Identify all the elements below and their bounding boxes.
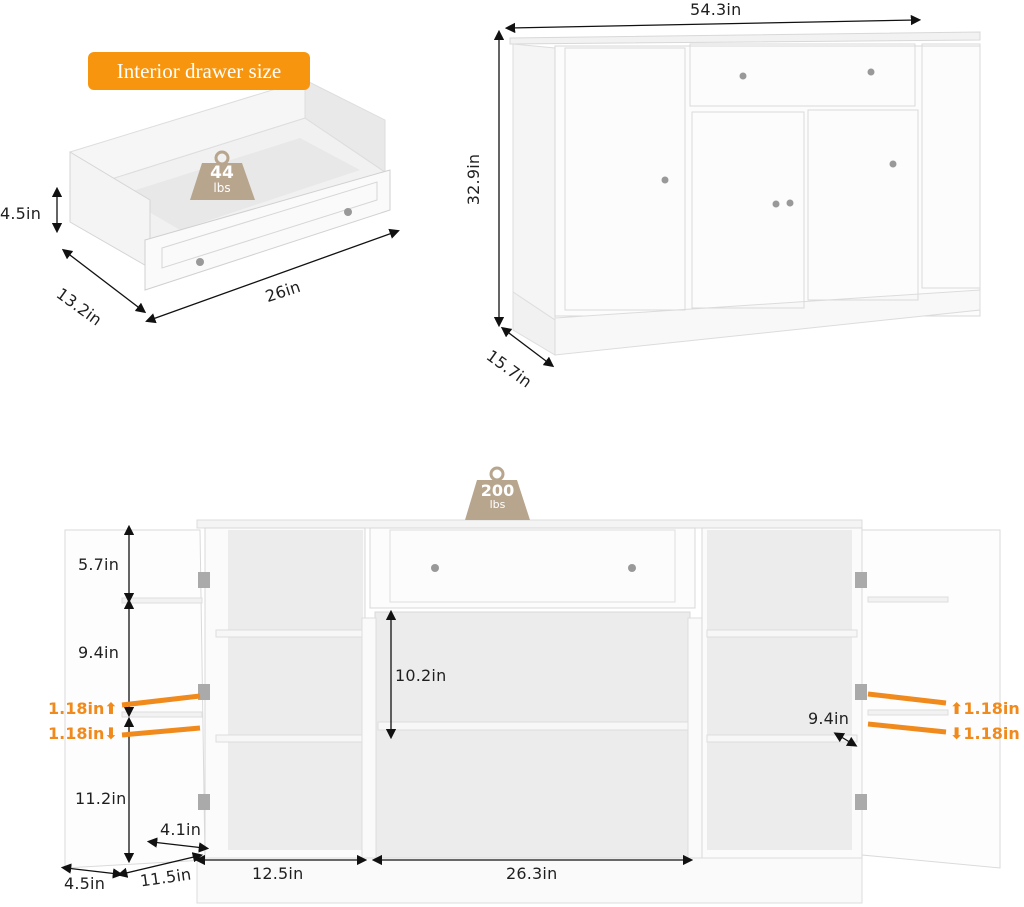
drawer-height-label: 4.5in (0, 204, 42, 223)
cabinet-weight-icon (465, 466, 530, 520)
door-shelf-bottom-label: 11.2in (75, 789, 127, 808)
cabinet-weight-unit: lbs (489, 498, 506, 511)
drawer-weight-label: 44 lbs (196, 163, 248, 195)
drawer-weight-icon (190, 150, 255, 200)
door-shelf-middle-label: 9.4in (78, 643, 120, 662)
closed-cabinet-illustration (493, 14, 981, 368)
interior-drawer-size-badge: Interior drawer size (88, 52, 310, 90)
arrow-down-icon: ⬇ (950, 724, 964, 743)
door-depth-label: 4.5in (64, 874, 106, 893)
door-shelf-depth-label: 4.1in (160, 820, 202, 839)
open-cabinet-illustration (60, 519, 1001, 904)
center-cabinet-width-label: 26.3in (506, 864, 558, 883)
right-adjust-up-label: ⬆1.18in (950, 699, 1020, 718)
cabinet-width-label: 54.3in (690, 0, 742, 19)
right-adjust-down-label: ⬇1.18in (950, 724, 1020, 743)
left-adjust-up-label: 1.18in⬆ (48, 699, 118, 718)
drawer-weight-value: 44 (210, 163, 234, 183)
drawer-weight-unit: lbs (213, 181, 231, 195)
arrow-up-icon: ⬆ (104, 699, 118, 718)
cabinet-weight-value: 200 (480, 481, 515, 500)
arrow-down-icon: ⬇ (104, 724, 118, 743)
door-shelf-top-label: 5.7in (78, 555, 120, 574)
side-shelf-depth-label: 9.4in (808, 709, 850, 728)
center-shelf-height-label: 10.2in (395, 666, 447, 685)
side-cabinet-width-label: 12.5in (252, 864, 304, 883)
arrow-up-icon: ⬆ (950, 699, 964, 718)
cabinet-height-label: 32.9in (464, 153, 484, 206)
cabinet-weight-label: 200 lbs (470, 481, 525, 511)
left-adjust-down-label: 1.18in⬇ (48, 724, 118, 743)
